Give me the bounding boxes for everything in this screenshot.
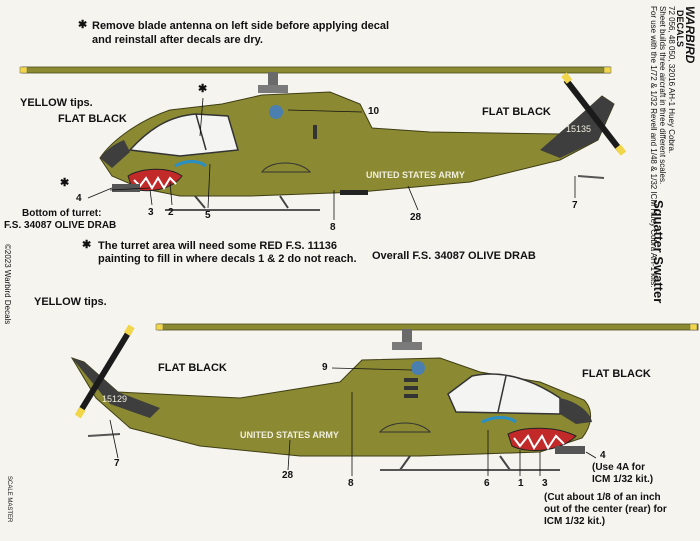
- lower-tail-rotor: [77, 328, 133, 414]
- lower-nose-flat-black: [560, 398, 592, 424]
- lower-flat-black-tail-label: FLAT BLACK: [158, 362, 227, 374]
- lower-unit-emblem: [411, 361, 425, 375]
- upper-flat-black-tail-label: FLAT BLACK: [482, 106, 551, 118]
- lower-turret: [555, 446, 585, 454]
- upper-nose-art: [174, 160, 207, 168]
- brand-logo-text: WARBIRD: [683, 6, 697, 64]
- lower-army-text: UNITED STATES ARMY: [240, 430, 339, 440]
- upper-unit-emblem: [269, 105, 283, 119]
- upper-callout-28: 28: [410, 212, 422, 223]
- upper-nose-flat-black: [100, 140, 130, 168]
- upper-callout-3: 3: [148, 207, 154, 218]
- lower-main-rotor: [157, 323, 699, 331]
- lower-callout-9: 9: [322, 362, 328, 373]
- brand-sub-text: DECALS: [675, 10, 685, 48]
- upper-callout-8: 8: [330, 222, 336, 233]
- upper-callout-4: 4: [76, 193, 82, 204]
- product-codes: 72 056, 48 050, 32016 AH-1 Huey Cobra.: [667, 6, 676, 154]
- upper-rotor-yellow-tip: [19, 66, 28, 74]
- upper-turret-bottom-line2: F.S. 34087 OLIVE DRAB: [4, 220, 117, 231]
- lower-callout-4: 4: [600, 450, 606, 461]
- sheet-description-1: Sheet builds three aircraft in three dif…: [658, 6, 667, 185]
- upper-callout-5: 5: [205, 210, 211, 221]
- upper-callout-10: 10: [368, 106, 380, 117]
- upper-helicopter: [19, 66, 627, 220]
- turret-note-line1: The turret area will need some RED F.S. …: [98, 240, 338, 252]
- lower-serial: 15129: [102, 394, 128, 404]
- scale-master-logo: SCALE MASTER: [6, 476, 12, 523]
- lower-callout-8: 8: [348, 478, 354, 489]
- lower-helicopter: [70, 323, 699, 476]
- upper-canopy: [128, 113, 239, 157]
- upper-tail-rotor: [563, 78, 623, 152]
- lower-note-cut-line3: ICM 1/32 kit.): [544, 516, 606, 527]
- upper-callout-2: 2: [168, 207, 174, 218]
- upper-army-text: UNITED STATES ARMY: [366, 170, 465, 180]
- upper-callout-7: 7: [572, 200, 578, 211]
- upper-turret-bottom-line1: Bottom of turret:: [22, 208, 102, 219]
- antenna-note-line1: Remove blade antenna on left side before…: [92, 20, 390, 32]
- lower-note-4a-line1: (Use 4A for: [592, 462, 645, 473]
- antenna-note-line2: and reinstall after decals are dry.: [92, 34, 263, 46]
- lower-nose-art: [481, 416, 517, 424]
- lower-note-cut-line2: out of the center (rear) for: [544, 504, 667, 515]
- lower-shark-mouth: [507, 427, 577, 452]
- upper-antenna-star: ✱: [198, 83, 208, 95]
- lower-callout-6: 6: [484, 478, 490, 489]
- upper-turret: [112, 184, 140, 192]
- lower-note-cut-line1: (Cut about 1/8 of an inch: [544, 492, 661, 503]
- lower-tail-flat-black: [72, 358, 160, 418]
- upper-rotor-yellow-tip-right: [603, 66, 612, 74]
- lower-rotor-mast: [402, 329, 412, 349]
- upper-turret-star: ✱: [60, 177, 70, 189]
- lower-flat-black-nose-label: FLAT BLACK: [582, 368, 651, 380]
- lower-callout-7: 7: [114, 458, 120, 469]
- turret-note-line2: painting to fill in where decals 1 & 2 d…: [98, 253, 357, 265]
- overall-color-note: Overall F.S. 34087 OLIVE DRAB: [372, 250, 536, 262]
- lower-callout-1: 1: [518, 478, 524, 489]
- lower-fuselage: [70, 357, 591, 457]
- scheme-title: Squatter Swatter: [651, 200, 666, 304]
- upper-flat-black-nose-label: FLAT BLACK: [58, 113, 127, 125]
- upper-yellow-tips-label: YELLOW tips.: [20, 97, 93, 109]
- copyright-text: ©2023 Warbird Decals: [3, 244, 12, 325]
- upper-main-rotor: [21, 66, 611, 74]
- antenna-note-star: ✱: [78, 19, 88, 31]
- lower-callout-28: 28: [282, 470, 294, 481]
- upper-tail-flat-black: [540, 96, 614, 158]
- upper-rotor-hub: [258, 85, 288, 93]
- turret-note-star: ✱: [82, 239, 92, 251]
- upper-serial: 15135: [566, 124, 592, 134]
- upper-rotor-mast: [268, 72, 278, 92]
- lower-note-4a-line2: ICM 1/32 kit.): [592, 474, 654, 485]
- lower-callout-3: 3: [542, 478, 548, 489]
- lower-yellow-tips-label: YELLOW tips.: [34, 296, 107, 308]
